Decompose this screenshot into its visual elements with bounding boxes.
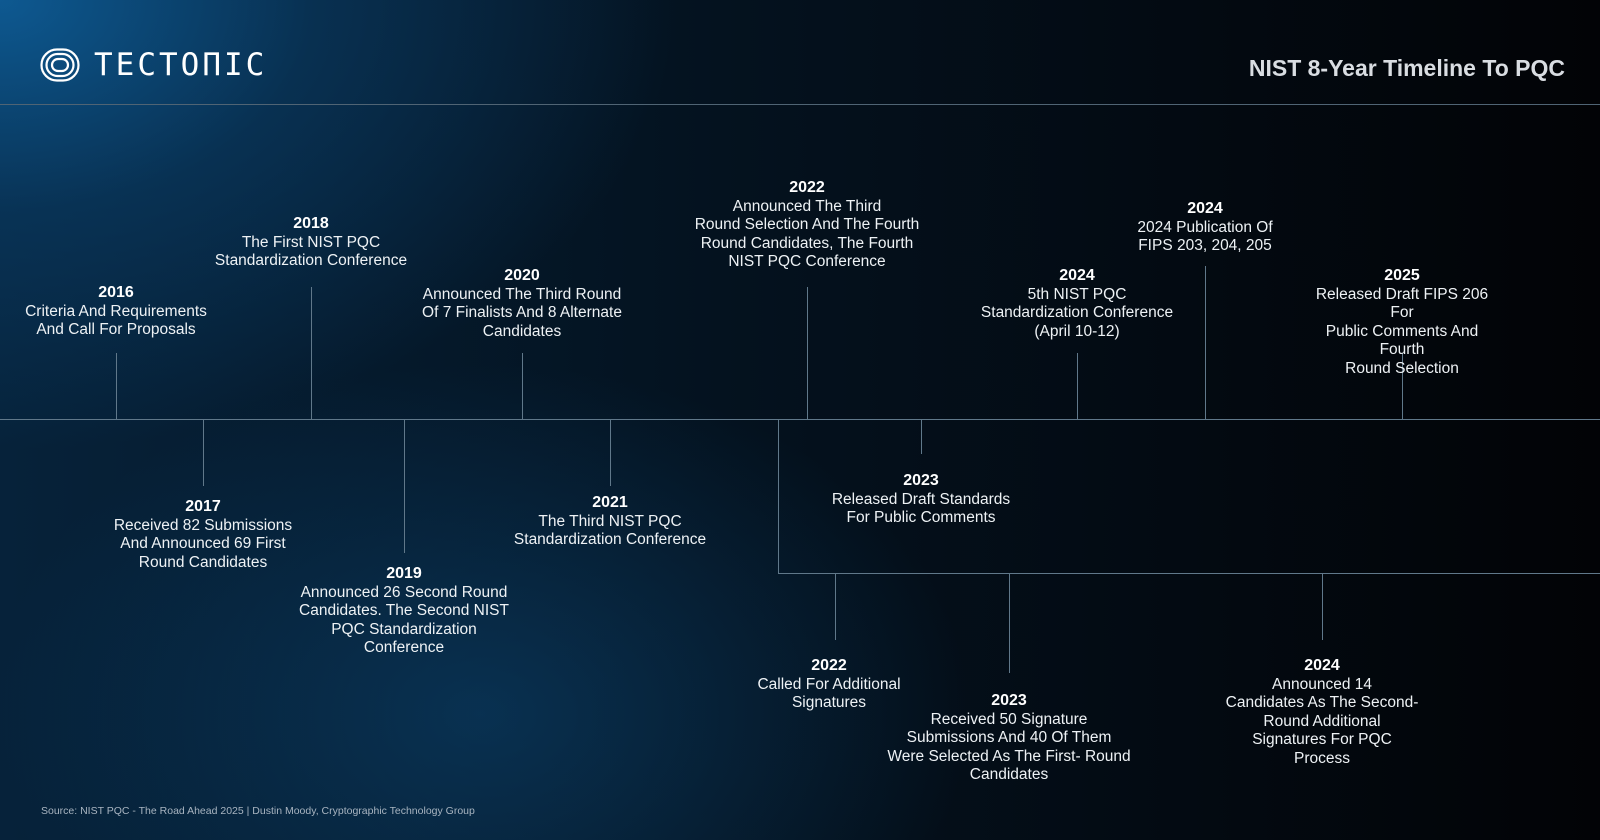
- event-desc: Signatures: [791, 694, 867, 711]
- event-desc: Candidates As The Second-: [1225, 694, 1419, 711]
- event-year: 2024: [1187, 200, 1223, 217]
- event-desc: Round Selection And The Fourth: [694, 216, 920, 233]
- tick-2016: [116, 353, 117, 419]
- event-desc: And Announced 69 First: [120, 535, 286, 552]
- event-year: 2020: [504, 267, 540, 284]
- event-desc: And Call For Proposals: [36, 321, 196, 338]
- event-2019: 2019 Announced 26 Second Round Candidate…: [299, 565, 509, 658]
- event-desc: Candidates: [969, 766, 1049, 783]
- event-desc: Received 50 Signature: [930, 710, 1088, 728]
- source-citation: Source: NIST PQC - The Road Ahead 2025 |…: [41, 805, 475, 817]
- tick-2021: [610, 419, 611, 486]
- event-desc: PQC Standardization: [331, 620, 477, 638]
- header-divider: [0, 104, 1600, 105]
- event-2023-signatures: 2023 Received 50 Signature Submissions A…: [887, 692, 1130, 785]
- tick-2023b: [1009, 573, 1010, 673]
- page-title: NIST 8-Year Timeline To PQC: [1248, 55, 1565, 81]
- event-desc: Round Additional: [1263, 712, 1381, 730]
- event-desc: Were Selected As The First- Round: [887, 747, 1131, 765]
- event-desc: Round Candidates, The Fourth: [700, 234, 914, 252]
- event-desc: Announced 26 Second Round: [300, 583, 508, 601]
- tick-2018: [311, 287, 312, 419]
- event-2016: 2016 Criteria And Requirements And Call …: [25, 284, 207, 340]
- event-desc: Released Draft Standards: [831, 490, 1011, 508]
- event-year: 2023: [903, 472, 939, 489]
- main-timeline-axis: [0, 419, 1600, 420]
- event-desc: Announced 14: [1272, 675, 1372, 693]
- tick-2025: [1402, 353, 1403, 419]
- tick-2022a: [807, 287, 808, 419]
- event-desc: The First NIST PQC: [241, 233, 381, 251]
- event-desc: FIPS 203, 204, 205: [1138, 237, 1272, 254]
- event-desc: Candidates: [482, 322, 562, 340]
- event-year: 2024: [1059, 267, 1095, 284]
- event-desc: (April 10-12): [1034, 322, 1120, 340]
- event-desc: Announced The Third Round: [422, 285, 622, 303]
- event-year: 2017: [185, 498, 221, 515]
- event-desc: Signatures For PQC: [1252, 731, 1392, 748]
- event-desc: Conference: [363, 639, 445, 656]
- signature-branch-connector: [778, 419, 779, 573]
- tick-2024b: [1205, 266, 1206, 419]
- event-year: 2019: [386, 565, 422, 582]
- event-year: 2022: [789, 179, 825, 196]
- event-year: 2024: [1304, 657, 1340, 674]
- tick-2017: [203, 419, 204, 486]
- event-2022-signatures: 2022 Called For Additional Signatures: [757, 657, 900, 713]
- event-desc: The Third NIST PQC: [538, 512, 682, 530]
- event-desc: NIST PQC Conference: [728, 253, 886, 270]
- event-desc: Released Draft FIPS 206 For: [1315, 285, 1489, 322]
- event-desc: Standardization Conference: [214, 252, 408, 269]
- event-desc: Of 7 Finalists And 8 Alternate: [422, 304, 622, 321]
- event-desc: Called For Additional: [757, 675, 901, 693]
- event-2020: 2020 Announced The Third Round Of 7 Fina…: [422, 267, 622, 341]
- tectonic-logo-icon: [40, 48, 80, 82]
- event-2024-second-round: 2024 Announced 14 Candidates As The Seco…: [1226, 657, 1419, 768]
- tick-2019: [404, 419, 405, 553]
- event-2018: 2018 The First NIST PQC Standardization …: [215, 215, 407, 271]
- event-desc: Public Comments And Fourth: [1325, 322, 1479, 359]
- event-desc: 5th NIST PQC: [1027, 285, 1127, 303]
- event-desc: Standardization Conference: [980, 304, 1174, 321]
- event-2023-draft-standards: 2023 Released Draft Standards For Public…: [832, 472, 1010, 528]
- brand-name: TECTOПIC: [94, 47, 268, 83]
- event-desc: Candidates. The Second NIST: [299, 602, 509, 619]
- signature-timeline-axis: [778, 573, 1600, 574]
- event-year: 2022: [811, 657, 847, 674]
- event-desc: Process: [1293, 749, 1350, 767]
- tick-2024c: [1322, 573, 1323, 640]
- event-desc: Criteria And Requirements: [25, 302, 207, 320]
- event-2021: 2021 The Third NIST PQC Standardization …: [514, 494, 706, 550]
- event-year: 2021: [592, 494, 628, 511]
- brand-logo: TECTOПIC: [40, 47, 267, 83]
- tick-2022b: [835, 573, 836, 640]
- event-desc: 2024 Publication Of: [1137, 218, 1273, 236]
- event-desc: Round Selection: [1345, 359, 1459, 377]
- event-desc: Submissions And 40 Of Them: [906, 729, 1112, 746]
- event-2024-fips: 2024 2024 Publication Of FIPS 203, 204, …: [1137, 200, 1272, 256]
- event-2022-third-round: 2022 Announced The Third Round Selection…: [695, 179, 920, 272]
- tick-2020: [522, 353, 523, 419]
- event-desc: Standardization Conference: [513, 531, 707, 548]
- event-year: 2016: [98, 284, 134, 301]
- event-desc: For Public Comments: [846, 509, 996, 526]
- event-desc: Announced The Third: [732, 197, 882, 215]
- event-year: 2023: [991, 692, 1027, 709]
- event-2017: 2017 Received 82 Submissions And Announc…: [114, 498, 292, 572]
- event-2024-conference: 2024 5th NIST PQC Standardization Confer…: [981, 267, 1173, 341]
- event-year: 2018: [293, 215, 329, 232]
- event-year: 2025: [1384, 267, 1420, 284]
- event-2025: 2025 Released Draft FIPS 206 For Public …: [1303, 267, 1501, 378]
- tick-2023a: [921, 419, 922, 454]
- event-desc: Received 82 Submissions: [113, 516, 293, 534]
- event-desc: Round Candidates: [138, 553, 268, 571]
- tick-2024a: [1077, 353, 1078, 419]
